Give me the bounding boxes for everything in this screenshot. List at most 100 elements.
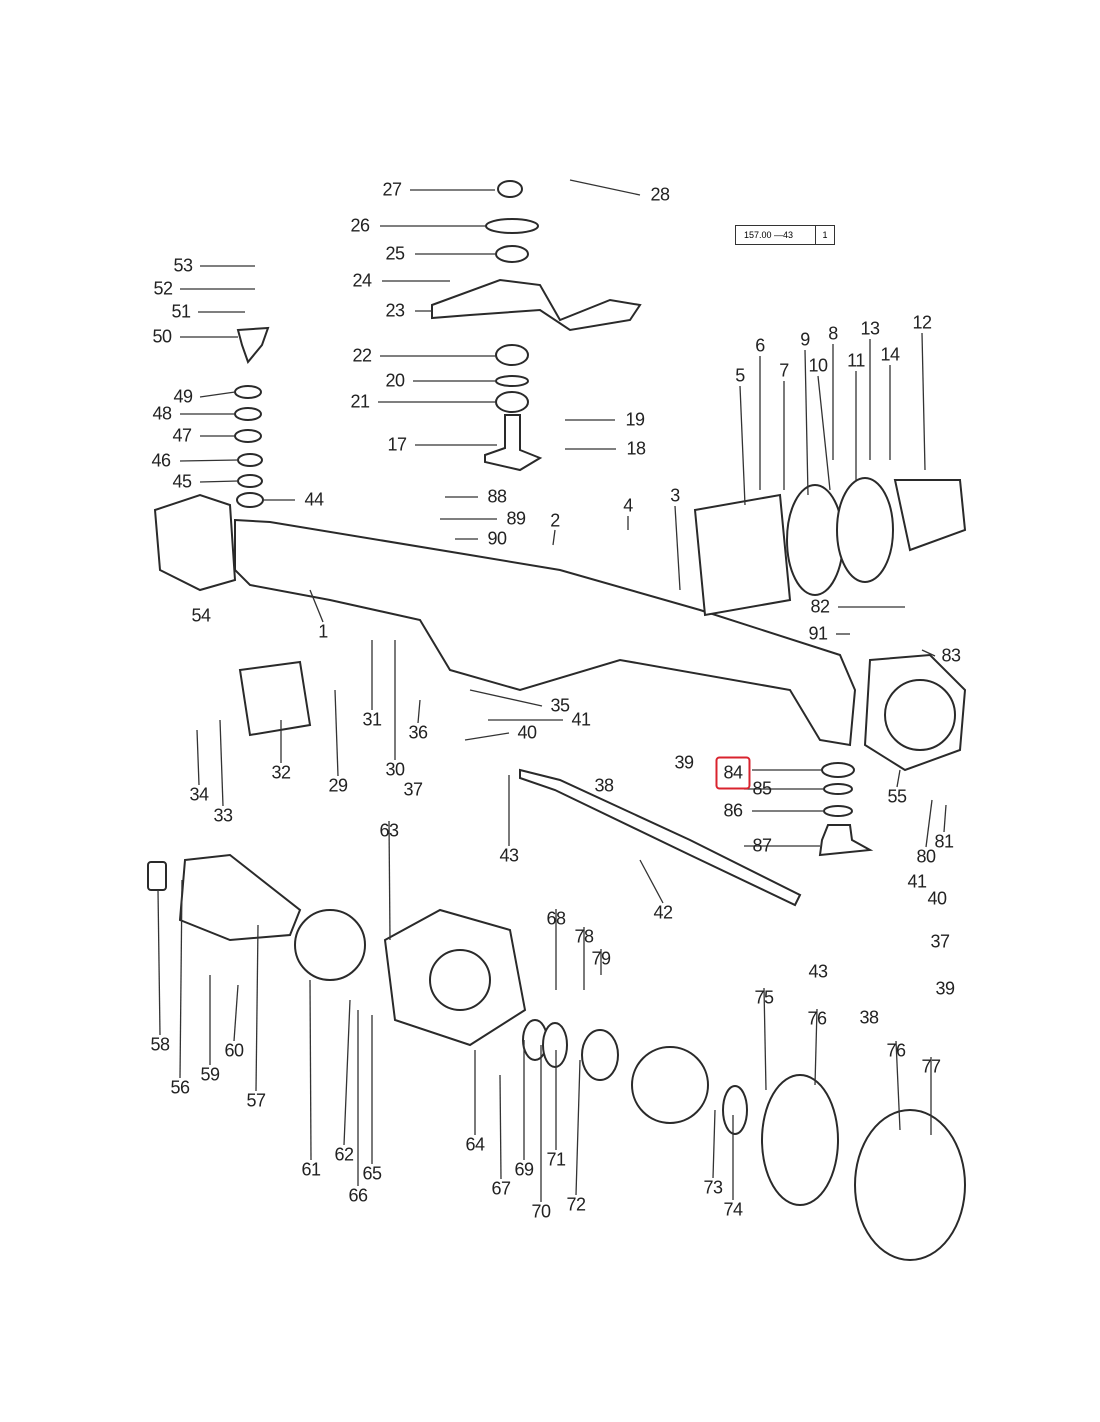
callout-13: 13 xyxy=(860,318,880,339)
callout-37: 37 xyxy=(403,779,423,800)
leader-line xyxy=(943,804,947,833)
callout-24: 24 xyxy=(352,270,372,291)
callout-46: 46 xyxy=(151,450,171,471)
callout-41: 41 xyxy=(571,709,591,730)
steering-arm-23 xyxy=(431,278,642,332)
callout-27: 27 xyxy=(382,179,402,200)
leader-line xyxy=(639,859,664,904)
kingpin-17 xyxy=(484,414,543,472)
leader-line xyxy=(804,349,809,496)
reference-sheet: 1 xyxy=(822,230,828,240)
callout-25: 25 xyxy=(385,243,405,264)
callout-89: 89 xyxy=(506,508,526,529)
callout-77: 77 xyxy=(921,1056,941,1077)
seal-61 xyxy=(294,909,366,981)
callout-26: 26 xyxy=(350,215,370,236)
callout-30: 30 xyxy=(385,759,405,780)
leader-line xyxy=(179,459,239,462)
callout-35: 35 xyxy=(550,695,570,716)
callout-41: 41 xyxy=(907,871,927,892)
leader-line xyxy=(895,1040,901,1131)
callout-91: 91 xyxy=(808,623,828,644)
leader-line xyxy=(552,529,556,546)
callout-32: 32 xyxy=(271,762,291,783)
callout-56: 56 xyxy=(170,1077,190,1098)
nut-27 xyxy=(497,180,523,198)
callout-40: 40 xyxy=(517,722,537,743)
axle-housing xyxy=(234,518,857,747)
callout-63: 63 xyxy=(379,820,399,841)
washer-26 xyxy=(485,218,539,234)
callout-7: 7 xyxy=(779,360,789,381)
cover-77 xyxy=(854,1109,966,1261)
callout-43: 43 xyxy=(808,961,828,982)
callout-53: 53 xyxy=(173,255,193,276)
callout-38: 38 xyxy=(594,775,614,796)
callout-14: 14 xyxy=(880,344,900,365)
callout-37: 37 xyxy=(930,931,950,952)
callout-64: 64 xyxy=(465,1134,485,1155)
tie-rod-42 xyxy=(519,768,802,907)
callout-57: 57 xyxy=(246,1090,266,1111)
callout-72: 72 xyxy=(566,1194,586,1215)
left-steering-knuckle xyxy=(153,493,237,592)
callout-28: 28 xyxy=(650,184,670,205)
callout-85: 85 xyxy=(752,778,772,799)
callout-23: 23 xyxy=(385,300,405,321)
callout-45: 45 xyxy=(172,471,192,492)
callout-38: 38 xyxy=(859,1007,879,1028)
reference-code: 157.00 —43 xyxy=(736,226,816,244)
leader-line xyxy=(309,589,324,623)
leader-line xyxy=(179,879,183,1079)
callout-88: 88 xyxy=(487,486,507,507)
gasket-76 xyxy=(761,1074,839,1206)
callout-34: 34 xyxy=(189,784,209,805)
callout-66: 66 xyxy=(348,1185,368,1206)
bearing-21 xyxy=(495,391,529,413)
oring-20 xyxy=(495,375,529,387)
callout-86: 86 xyxy=(723,800,743,821)
callout-40: 40 xyxy=(927,888,947,909)
callout-55: 55 xyxy=(887,786,907,807)
leader-line xyxy=(499,1074,502,1180)
callout-81: 81 xyxy=(934,831,954,852)
callout-48: 48 xyxy=(152,403,172,424)
leader-line xyxy=(199,480,239,483)
callout-69: 69 xyxy=(514,1159,534,1180)
cover-5 xyxy=(693,493,792,617)
gear-73 xyxy=(631,1046,709,1124)
callout-75: 75 xyxy=(754,987,774,1008)
callout-51: 51 xyxy=(171,301,191,322)
callout-60: 60 xyxy=(224,1040,244,1061)
bearing-25 xyxy=(495,245,529,263)
leader-line xyxy=(219,719,224,807)
leader-line xyxy=(199,391,236,398)
leader-line xyxy=(712,1109,716,1179)
callout-59: 59 xyxy=(200,1064,220,1085)
callout-43: 43 xyxy=(499,845,519,866)
callout-4: 4 xyxy=(623,495,633,516)
leader-line xyxy=(817,375,831,491)
leader-line xyxy=(921,332,926,471)
callout-17: 17 xyxy=(387,434,407,455)
leader-line xyxy=(309,979,312,1161)
callout-90: 90 xyxy=(487,528,507,549)
callout-80: 80 xyxy=(916,846,936,867)
leader-line xyxy=(925,799,933,848)
callout-19: 19 xyxy=(625,409,645,430)
callout-49: 49 xyxy=(173,386,193,407)
leader-line xyxy=(157,889,161,1036)
callout-82: 82 xyxy=(810,596,830,617)
callout-47: 47 xyxy=(172,425,192,446)
bearing-22 xyxy=(495,344,529,366)
callout-54: 54 xyxy=(191,605,211,626)
callout-68: 68 xyxy=(546,908,566,929)
leader-line xyxy=(464,732,510,741)
callout-50: 50 xyxy=(152,326,172,347)
callout-39: 39 xyxy=(674,752,694,773)
callout-31: 31 xyxy=(362,709,382,730)
callout-74: 74 xyxy=(723,1199,743,1220)
leader-line xyxy=(469,689,543,707)
leader-line xyxy=(896,769,901,788)
callout-5: 5 xyxy=(735,365,745,386)
